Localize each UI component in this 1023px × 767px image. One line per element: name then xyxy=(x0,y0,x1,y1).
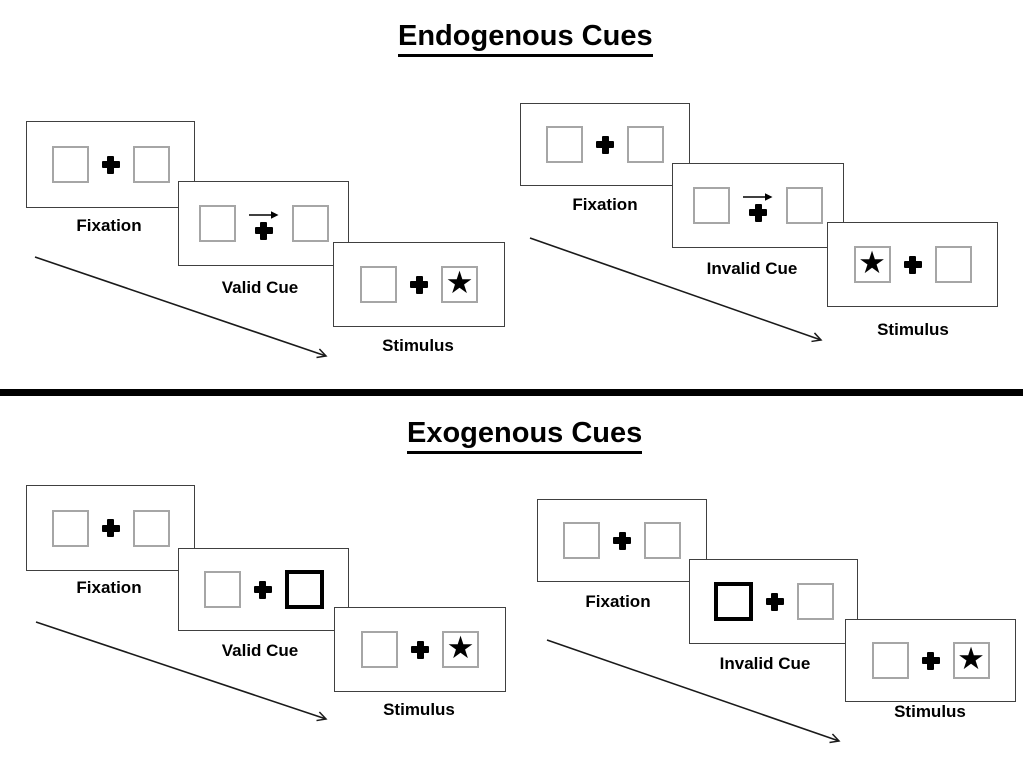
star-icon: ★ xyxy=(858,245,886,281)
panel-label: Stimulus xyxy=(382,336,454,355)
left-placeholder-box xyxy=(563,522,600,559)
right-placeholder-box xyxy=(786,187,823,224)
star-icon: ★ xyxy=(445,265,474,301)
panel-label: Valid Cue xyxy=(221,641,299,660)
left-placeholder-box xyxy=(51,146,89,183)
timeline-arrow-exogenous-invalid xyxy=(546,639,841,744)
valid-cue-panel xyxy=(178,548,349,631)
right-arrow-icon xyxy=(248,210,278,219)
left-placeholder-box xyxy=(693,187,730,224)
panel-label: Fixation xyxy=(76,216,142,235)
highlighted-cue-box xyxy=(284,570,324,609)
highlighted-cue-box xyxy=(713,582,753,621)
star-icon: ★ xyxy=(957,641,985,677)
valid-cue-panel xyxy=(178,181,349,266)
timeline-arrow-endogenous-invalid xyxy=(529,237,823,343)
fixation-panel xyxy=(537,499,707,582)
panel-label: Invalid Cue xyxy=(706,259,798,278)
right-placeholder-box xyxy=(132,509,170,547)
fixation-panel xyxy=(26,121,195,208)
panel-label: Stimulus xyxy=(383,700,455,719)
panel-label: Fixation xyxy=(76,578,142,597)
fixation-cross-icon xyxy=(101,155,120,174)
left-placeholder-box xyxy=(51,509,89,547)
left-placeholder-box xyxy=(203,571,241,608)
stimulus-panel: ★ xyxy=(845,619,1016,702)
right-placeholder-box xyxy=(627,126,664,163)
fixation-cross-icon xyxy=(613,531,631,550)
left-placeholder-box xyxy=(361,631,398,668)
fixation-cross-icon xyxy=(411,640,429,659)
panel-label: Fixation xyxy=(572,195,638,214)
fixation-cross-icon xyxy=(410,275,428,294)
star-box: ★ xyxy=(441,266,478,303)
fixation-cross-icon xyxy=(903,255,922,274)
fixation-cross-icon xyxy=(254,221,273,240)
fixation-cross-icon xyxy=(253,580,272,599)
left-placeholder-box xyxy=(871,642,909,679)
right-placeholder-box xyxy=(796,583,834,620)
fixation-cross-icon xyxy=(749,203,767,222)
left-placeholder-box xyxy=(546,126,583,163)
stimulus-panel: ★ xyxy=(334,607,506,692)
star-box: ★ xyxy=(442,631,479,668)
stimulus-panel: ★ xyxy=(333,242,505,327)
star-icon: ★ xyxy=(446,630,475,666)
fixation-cross-icon xyxy=(101,519,120,537)
right-placeholder-box xyxy=(291,205,329,242)
invalid-cue-panel xyxy=(689,559,858,644)
panel-label: Stimulus xyxy=(877,320,949,339)
fixation-panel xyxy=(520,103,690,186)
panel-label: Valid Cue xyxy=(221,278,299,297)
exogenous-section-title: Exogenous Cues xyxy=(407,417,643,455)
timeline-arrow-endogenous-valid xyxy=(34,256,328,359)
section-divider xyxy=(0,389,1023,396)
fixation-cross-icon xyxy=(596,135,614,154)
invalid-cue-panel xyxy=(672,163,844,248)
panel-label: Invalid Cue xyxy=(719,654,811,673)
panel-label: Stimulus xyxy=(894,702,966,721)
right-placeholder-box xyxy=(132,146,170,183)
star-box: ★ xyxy=(853,245,891,283)
left-placeholder-box xyxy=(198,205,236,242)
right-placeholder-box xyxy=(644,522,681,559)
timeline-arrow-exogenous-valid xyxy=(35,621,328,722)
fixation-panel xyxy=(26,485,195,571)
right-arrow-icon xyxy=(743,192,773,201)
right-placeholder-box xyxy=(934,246,972,283)
fixation-cross-icon xyxy=(921,651,940,670)
panel-label: Fixation xyxy=(585,592,651,611)
endogenous-section-title: Endogenous Cues xyxy=(398,20,653,58)
stimulus-panel: ★ xyxy=(827,222,998,307)
left-placeholder-box xyxy=(360,266,397,303)
star-box: ★ xyxy=(952,641,990,679)
fixation-cross-icon xyxy=(765,592,784,611)
